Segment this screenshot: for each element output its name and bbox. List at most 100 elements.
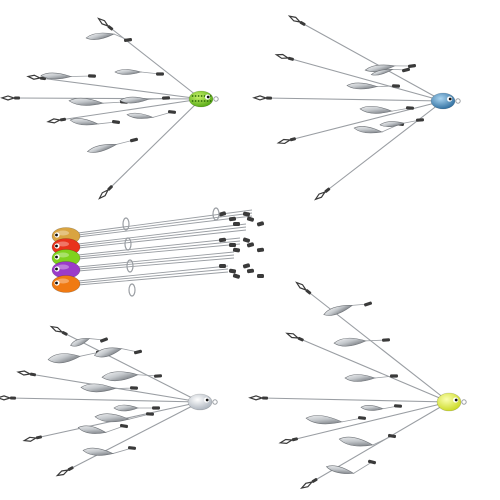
line-tie-eye	[212, 399, 218, 405]
snap-clip	[49, 325, 68, 336]
willow-blade	[86, 143, 118, 153]
bundle-swivel	[228, 268, 237, 274]
barrel-swivel	[364, 301, 372, 307]
rig-head	[188, 90, 219, 108]
barrel-swivel	[390, 374, 398, 378]
bundle-swivel	[256, 247, 265, 253]
bundle-swivel	[232, 221, 241, 227]
bundle-swivel	[246, 216, 255, 222]
bundle-wire	[77, 254, 235, 270]
snap-clip	[46, 117, 67, 124]
willow-blade	[379, 121, 405, 127]
barrel-swivel	[111, 120, 121, 124]
willow-blade	[93, 347, 123, 358]
rig-wire-arm	[67, 401, 201, 471]
snap-clip	[276, 137, 296, 145]
barrel-swivel	[145, 412, 155, 416]
rig-bottom-left	[0, 325, 218, 477]
willow-blade	[114, 69, 143, 75]
wire-ring	[128, 283, 136, 297]
willow-blade	[40, 72, 73, 80]
willow-blade	[47, 353, 81, 364]
barrel-swivel	[133, 349, 143, 355]
rig-wire-arm	[13, 97, 202, 100]
bundle-swivel	[242, 237, 251, 243]
snap-clip	[22, 435, 42, 442]
willow-blade	[69, 118, 99, 126]
snap-clip	[0, 395, 17, 401]
rig-wire-arm	[107, 98, 202, 191]
willow-blade	[119, 96, 149, 104]
barrel-swivel	[367, 459, 377, 465]
barrel-swivel	[87, 74, 97, 78]
bundle-swivel	[242, 263, 251, 269]
bundle-wire	[77, 240, 241, 258]
barrel-swivel	[127, 446, 137, 450]
barrel-swivel	[415, 118, 425, 122]
barrel-swivel	[152, 406, 160, 410]
barrel-swivel	[357, 416, 367, 420]
rig-top-right	[252, 15, 461, 201]
rig-wire-arm	[265, 97, 444, 102]
rig-wire-arm	[9, 397, 201, 403]
barrel-swivel	[167, 110, 177, 114]
rig-head	[436, 392, 467, 412]
wire-ring	[122, 217, 130, 231]
barrel-swivel	[381, 338, 391, 342]
bundle-swivel	[228, 216, 237, 222]
bundle-wire	[77, 257, 235, 272]
willow-blade	[370, 69, 394, 76]
willow-blade	[305, 415, 343, 425]
willow-blade	[77, 425, 107, 434]
willow-blade	[323, 305, 354, 316]
snap-clip	[97, 17, 114, 31]
bundle-swivel	[218, 211, 227, 217]
rig-bottom-right	[248, 281, 467, 490]
willow-blade	[113, 404, 139, 412]
rig-head	[430, 92, 461, 110]
blade-wire	[372, 435, 393, 446]
wire-ring	[126, 259, 134, 273]
rig-wire-arm	[61, 331, 201, 403]
willow-blade	[359, 105, 393, 114]
willow-blade	[80, 383, 116, 393]
rig-wire-arm	[107, 25, 202, 100]
rig-wire-arm	[299, 21, 444, 102]
line-tie-eye	[455, 98, 461, 104]
bundle-lure-head	[51, 261, 81, 279]
barrel-swivel	[153, 374, 163, 378]
willow-blade	[85, 32, 115, 40]
bundle-wire	[77, 226, 247, 247]
barrel-swivel	[387, 433, 397, 439]
rig-wire-arm	[59, 98, 202, 121]
willow-blade	[344, 374, 376, 382]
bundle-swivel	[242, 211, 251, 217]
bundle-wire	[77, 223, 247, 245]
willow-blade	[333, 337, 367, 347]
willow-blade	[353, 126, 383, 134]
snap-clip	[252, 95, 273, 101]
snap-clip	[98, 185, 113, 200]
snap-clip	[285, 332, 304, 342]
wire-ring	[124, 237, 132, 251]
line-tie-eye	[461, 399, 467, 405]
snap-clip	[295, 281, 312, 295]
rig-wire-arm	[289, 100, 444, 141]
willow-blade	[325, 465, 355, 474]
bundle-wire	[77, 265, 229, 282]
bundle-wire	[77, 251, 235, 268]
rig-wire-arm	[261, 397, 450, 403]
snap-clip	[287, 15, 306, 26]
rig-head	[187, 393, 218, 411]
barrel-swivel	[156, 72, 164, 76]
barrel-swivel	[119, 423, 129, 429]
snap-clip	[16, 370, 37, 377]
snap-clip	[313, 187, 331, 201]
bundle-swivel	[246, 268, 255, 274]
wire-ring	[212, 207, 220, 221]
willow-blade	[338, 436, 374, 447]
snap-clip	[299, 478, 318, 490]
snap-clip	[278, 437, 298, 444]
rig-wire-arm	[324, 100, 444, 193]
